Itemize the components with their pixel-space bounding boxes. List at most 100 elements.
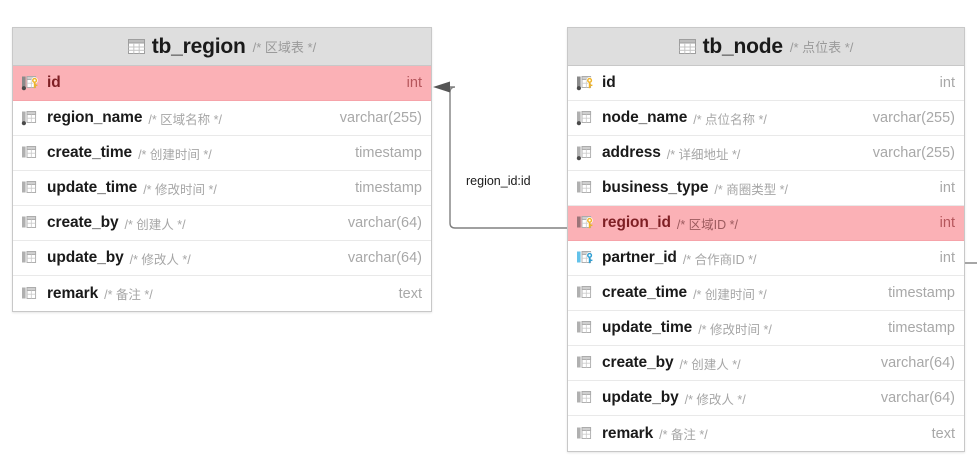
field-comment: /* 创建人 */ xyxy=(124,217,186,232)
field-type: varchar(255) xyxy=(872,145,955,161)
column-icon xyxy=(577,181,592,193)
field-comment: /* 商圈类型 */ xyxy=(714,182,789,197)
field-comment: /* 创建时间 */ xyxy=(138,147,212,162)
field-name: remark xyxy=(602,424,654,442)
er-field-row[interactable]: id int xyxy=(568,66,964,101)
column-notnull-icon xyxy=(576,146,592,161)
field-name: create_by xyxy=(602,354,674,371)
field-type: int xyxy=(406,75,422,91)
er-field-row[interactable]: update_by /* 修改人 */ varchar(64) xyxy=(568,381,964,416)
column-icon xyxy=(577,356,592,368)
table-grid-icon xyxy=(678,39,696,54)
field-comment: /* 修改时间 */ xyxy=(698,322,772,337)
field-type: varchar(64) xyxy=(880,390,955,406)
er-field-row[interactable]: partner_id /* 合作商ID */ int xyxy=(568,241,964,276)
field-type: text xyxy=(398,285,422,302)
field-type: varchar(64) xyxy=(880,355,955,371)
er-field-row[interactable]: id int xyxy=(13,66,431,101)
field-name: update_time xyxy=(602,319,693,336)
er-table-tb_region[interactable]: tb_region /* 区域表 */ id int region_name /* 区… xyxy=(12,27,432,312)
field-comment: /* 合作商ID */ xyxy=(682,252,757,267)
table-grid-icon xyxy=(127,39,145,54)
field-comment: /* 修改时间 */ xyxy=(143,182,217,197)
field-name: id xyxy=(602,74,616,91)
field-comment: /* 修改人 */ xyxy=(684,392,746,407)
field-name: partner_id xyxy=(602,249,677,266)
table-comment: /* 区域表 */ xyxy=(252,40,317,55)
er-field-row[interactable]: remark /* 备注 */ text xyxy=(568,416,964,451)
field-comment: /* 区域ID */ xyxy=(676,217,738,232)
relationship-connector[interactable] xyxy=(443,86,567,229)
field-type: int xyxy=(939,180,955,196)
er-field-row[interactable]: remark /* 备注 */ text xyxy=(13,276,431,311)
er-table-header[interactable]: tb_node /* 点位表 */ xyxy=(568,28,964,66)
field-comment: /* 备注 */ xyxy=(104,288,153,302)
er-field-row[interactable]: region_name /* 区域名称 */ varchar(255) xyxy=(13,101,431,136)
field-name: create_by xyxy=(47,214,119,231)
relationship-arrowhead xyxy=(433,81,450,93)
column-icon xyxy=(577,286,592,298)
field-name: business_type xyxy=(602,179,709,196)
column-icon xyxy=(22,181,37,193)
field-type: int xyxy=(939,75,955,91)
er-field-row[interactable]: update_time /* 修改时间 */ timestamp xyxy=(568,311,964,346)
field-comment: /* 区域名称 */ xyxy=(148,112,222,127)
er-table-header[interactable]: tb_region /* 区域表 */ xyxy=(13,28,431,66)
field-type: varchar(255) xyxy=(872,110,955,126)
er-field-row[interactable]: create_time /* 创建时间 */ timestamp xyxy=(568,276,964,311)
column-icon xyxy=(22,216,37,228)
column-icon xyxy=(22,251,37,263)
er-field-row[interactable]: update_by/* 修改人 */varchar(64) xyxy=(13,241,431,276)
field-comment: /* 创建时间 */ xyxy=(693,287,767,302)
field-comment: /* 备注 */ xyxy=(659,428,708,442)
column-icon xyxy=(577,391,592,403)
field-type: int xyxy=(939,250,955,266)
column-notnull-icon xyxy=(576,111,592,126)
column-icon xyxy=(22,146,37,158)
column-icon xyxy=(577,321,592,333)
er-table-field-list: id int region_name /* 区域名称 */ varchar(255) cr… xyxy=(13,66,431,311)
er-field-row[interactable]: node_name/* 点位名称 */varchar(255) xyxy=(568,101,964,136)
table-comment: /* 点位表 */ xyxy=(789,40,854,55)
field-type: timestamp xyxy=(355,180,422,196)
er-field-row[interactable]: business_type /* 商圈类型 */ int xyxy=(568,171,964,206)
field-name: region_id xyxy=(602,214,671,231)
field-name: create_time xyxy=(602,284,688,301)
field-name: region_name xyxy=(47,109,143,126)
table-name: tb_node xyxy=(702,34,783,58)
er-field-row[interactable]: create_by /* 创建人 */ varchar(64) xyxy=(13,206,431,241)
er-field-row[interactable]: create_time /* 创建时间 */ timestamp xyxy=(13,136,431,171)
field-name: update_by xyxy=(602,389,679,406)
field-name: create_time xyxy=(47,144,133,161)
primary-key-icon xyxy=(21,76,38,91)
er-field-row[interactable]: region_id /* 区域ID */ int xyxy=(568,206,964,241)
column-icon xyxy=(22,286,37,299)
field-name: remark xyxy=(47,284,99,302)
field-name: id xyxy=(47,74,61,91)
table-name: tb_region xyxy=(151,34,246,58)
field-type: varchar(64) xyxy=(347,250,422,266)
field-comment: /* 创建人 */ xyxy=(679,357,741,372)
field-type: varchar(64) xyxy=(347,215,422,231)
er-field-row[interactable]: address /* 详细地址 */ varchar(255) xyxy=(568,136,964,171)
column-notnull-icon xyxy=(21,111,37,126)
field-type: timestamp xyxy=(355,145,422,161)
er-field-row[interactable]: create_by /* 创建人 */ varchar(64) xyxy=(568,346,964,381)
field-comment: /* 修改人 */ xyxy=(129,252,191,267)
column-icon xyxy=(577,426,592,439)
field-name: update_time xyxy=(47,179,138,196)
er-field-row[interactable]: update_time /* 修改时间 */ timestamp xyxy=(13,171,431,206)
foreign-key-blue-icon xyxy=(577,251,593,264)
field-type: timestamp xyxy=(888,285,955,301)
field-type: timestamp xyxy=(888,320,955,336)
field-type: text xyxy=(931,425,955,442)
field-type: varchar(255) xyxy=(339,110,422,126)
relationship-label: region_id:id xyxy=(466,174,531,188)
field-type: int xyxy=(939,215,955,231)
field-name: address xyxy=(602,144,661,161)
field-comment: /* 点位名称 */ xyxy=(693,112,767,127)
field-comment: /* 详细地址 */ xyxy=(666,147,741,162)
foreign-key-icon xyxy=(577,216,593,229)
